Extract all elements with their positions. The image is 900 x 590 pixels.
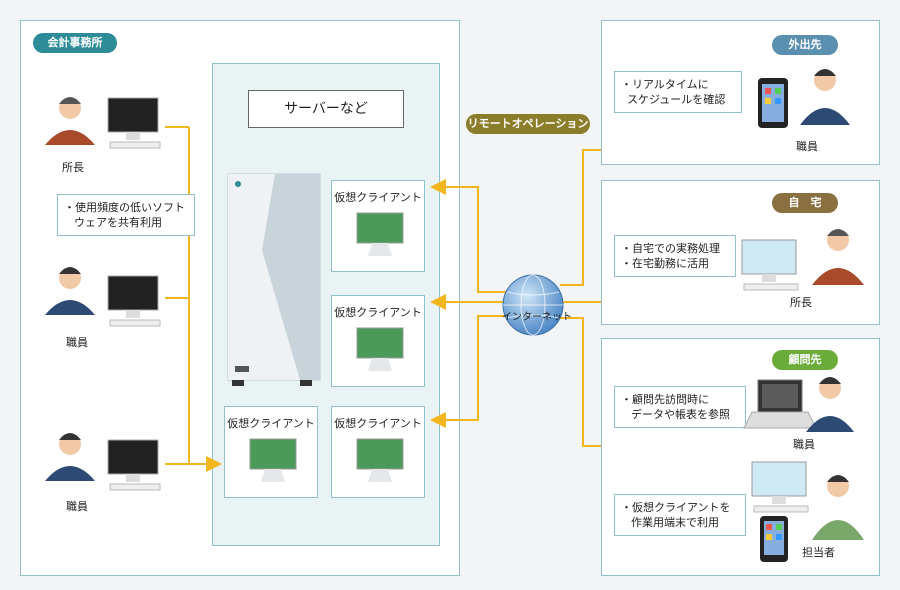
monitor-icon [249,438,297,482]
note-line: ・自宅での実務処理 [621,242,720,255]
virtual-client-label: 仮想クライアント [227,417,315,430]
person-icon [800,69,850,125]
pc-icon [751,461,809,513]
home-person-label: 所長 [790,296,812,309]
monitor-icon [356,212,404,256]
monitor-icon [356,438,404,482]
home-label: 自 宅 [772,193,838,213]
advisor-person-2-label: 担当者 [802,546,835,559]
shared-software-note: ・使用頻度の低いソフト ウェアを共有利用 [57,194,195,236]
virtual-client-label: 仮想クライアント [334,191,422,204]
virtual-client-label: 仮想クライアント [334,417,422,430]
person-icon [806,377,854,432]
advisor-person-1-label: 職員 [793,438,815,451]
note-line: ・使用頻度の低いソフト [64,201,185,214]
person-icon [45,267,95,315]
outside-person-label: 職員 [796,140,818,153]
monitor-icon [356,327,404,371]
tablet-icon [758,78,788,128]
office-label: 会計事務所 [33,33,117,53]
person-icon [45,433,95,481]
outside-note: ・リアルタイムに スケジュールを確認 [614,71,742,113]
tablet-icon [760,516,788,562]
advisor-note-2: ・仮想クライアントを 作業用端末で利用 [614,494,746,536]
person-label-director: 所長 [62,161,84,174]
virtual-client-label: 仮想クライアント [334,306,422,319]
advisor-note-1: ・顧問先訪問時に データや帳表を参照 [614,386,746,428]
outside-label: 外出先 [772,35,838,55]
server-title: サーバーなど [248,90,404,128]
person-icon [812,475,864,540]
net-to-vc3 [430,315,520,428]
pc-icon [107,275,161,327]
person-icon [812,229,864,285]
note-line: 作業用端末で利用 [631,516,719,529]
note-line: ウェアを共有利用 [74,216,162,229]
internet-label: インターネット [502,312,572,323]
person-label-staff-2: 職員 [66,500,88,513]
virtual-client-3[interactable]: 仮想クライアント [331,406,425,498]
note-line: ・リアルタイムに [621,78,709,91]
pc-icon [741,239,799,291]
outside-to-net [560,149,601,286]
laptop-icon [743,379,817,429]
note-line: ・顧問先訪問時に [621,393,709,406]
note-line: スケジュールを確認 [627,93,726,106]
net-to-vc1 [430,179,520,293]
remote-operation-label: リモートオペレーション [466,114,590,134]
pc-icon [107,439,161,491]
note-line: ・仮想クライアントを [621,501,731,514]
note-line: ・在宅勤務に活用 [621,257,709,270]
person-icon [45,97,95,145]
advisor-to-net [560,317,601,447]
note-line: データや帳表を参照 [631,408,730,421]
advisor-label: 顧問先 [772,350,838,370]
person-label-staff-1: 職員 [66,336,88,349]
home-note: ・自宅での実務処理 ・在宅勤務に活用 [614,235,736,277]
pc-icon [107,97,161,149]
